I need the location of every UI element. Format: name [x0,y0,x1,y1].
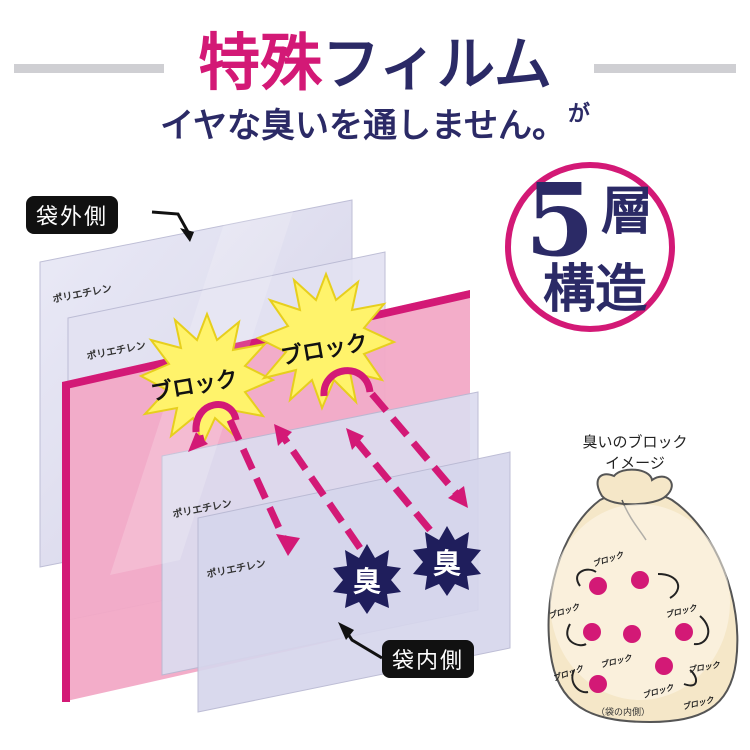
odor-badge-right [413,526,481,596]
film-layer-3-side [62,382,70,702]
badge-kanji-top: 層 [601,181,654,242]
headline-accent: 特殊 [198,26,323,99]
headline-right-line [594,64,736,73]
block-arc-left [192,401,240,433]
block-arc-right [320,367,374,397]
headline-rest: フィルム [322,30,552,98]
bag-knot [596,468,673,506]
odor-badge-left [333,544,401,614]
outside-label: 袋外側 [26,196,119,234]
bag-caption-line1: 臭いのブロック [582,433,688,451]
headline-left-line [14,64,164,73]
bag-caption: 臭いのブロック イメージ [560,432,710,474]
bag-germs [583,571,693,693]
headline-title: 特殊フィルム [0,12,750,102]
headline-subtitle: イヤな臭いを通しません。 [160,106,566,146]
odor-arrowheads [188,424,468,556]
badge-kanji-bottom: 構造 [543,259,648,320]
bag-inner-label: （袋の内側） [596,708,651,718]
bag-caption-line2: イメージ [605,454,665,472]
inside-label: 袋内側 [382,640,475,678]
outside-pointer-arrow [151,210,190,233]
odor-text-right: 臭 [433,547,462,580]
headline-particle: が [568,101,591,127]
five-layer-badge: 5 層 構造 [505,162,675,332]
bag-illustration [547,468,739,724]
odor-text-left: 臭 [353,565,382,598]
badge-number: 5 [525,161,595,279]
